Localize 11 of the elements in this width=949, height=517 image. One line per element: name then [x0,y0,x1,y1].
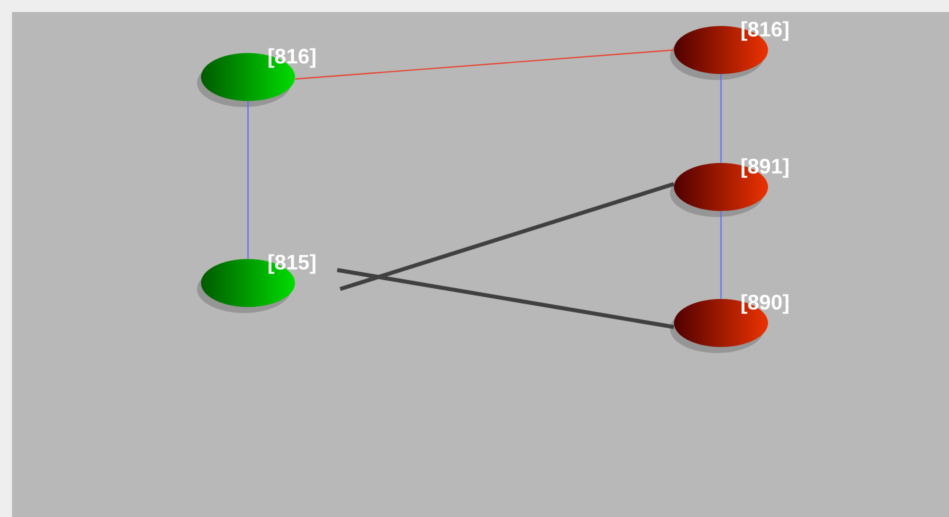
connector-line [247,101,249,259]
ellipse-node: [816] [197,48,316,107]
ellipse-node: [890] [670,294,788,353]
connector-line [336,268,674,329]
ellipse-node: [891] [670,158,788,217]
connector-line [720,211,722,299]
connector-line [340,182,674,291]
connector-line [720,74,722,163]
ellipse-node: [815] [197,254,316,313]
connector-line [295,49,674,80]
ellipse-node: [816] [670,21,788,80]
